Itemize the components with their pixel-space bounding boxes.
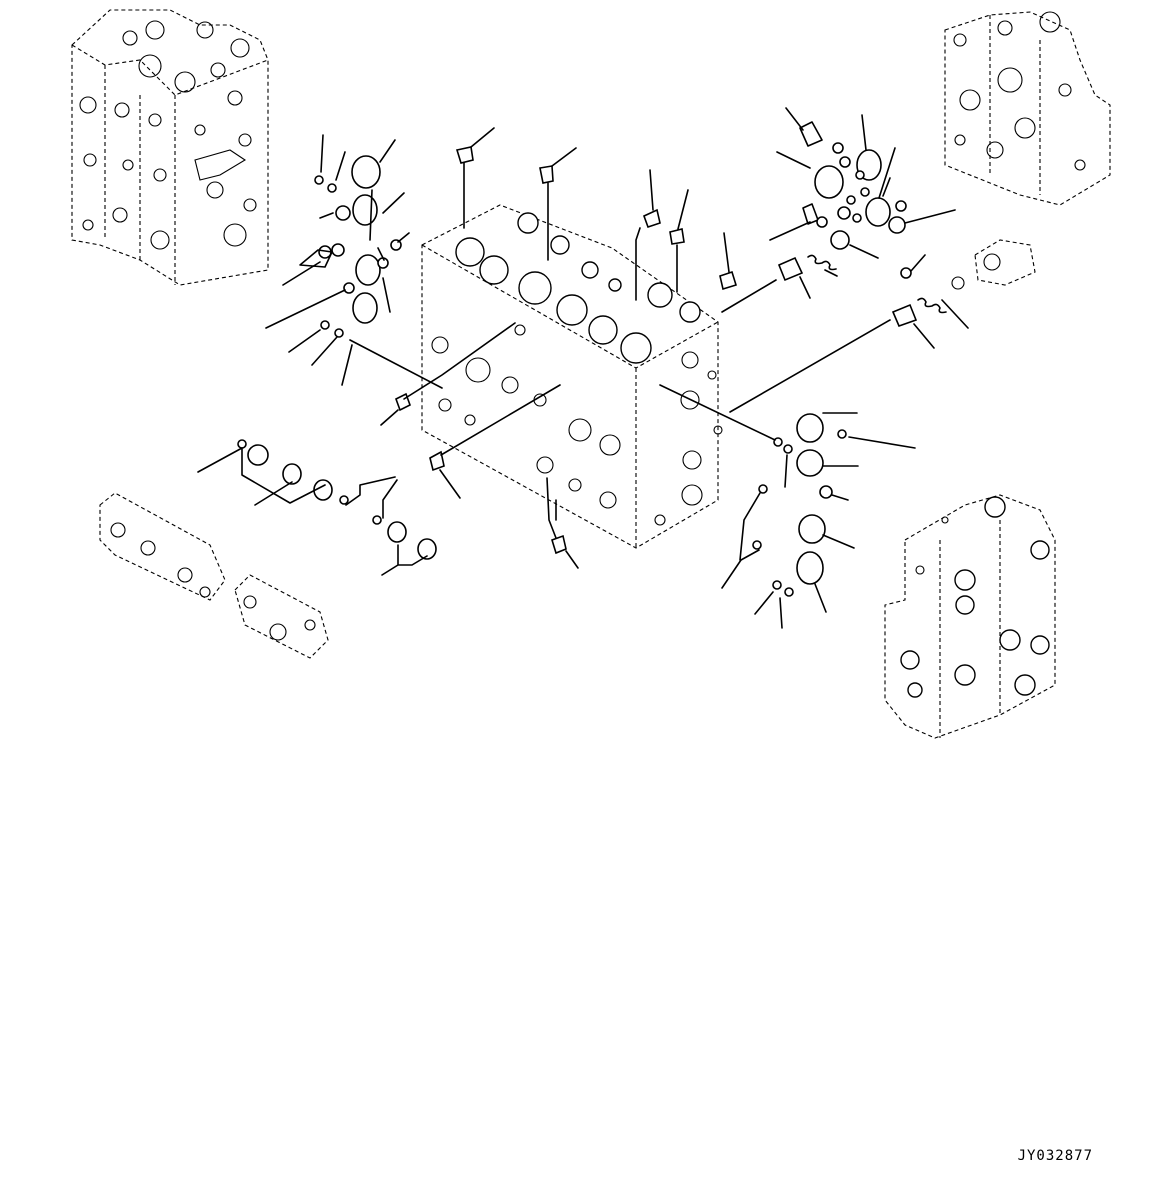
valve-assembly-top-left — [71, 9, 269, 286]
cartridge-right — [951, 239, 1036, 290]
seals-lower-left — [197, 322, 579, 576]
seals-lower-right — [659, 384, 916, 629]
valve-section-bottom-right — [884, 494, 1056, 739]
main-valve-block — [421, 204, 723, 549]
plugs-top — [455, 127, 737, 301]
o-rings-left-cluster — [265, 134, 410, 386]
valve-section-top-right — [944, 11, 1111, 206]
reference-code: JY032877 — [1017, 1148, 1093, 1164]
flange-bottom-left — [99, 492, 329, 659]
seals-upper-right — [721, 107, 969, 413]
